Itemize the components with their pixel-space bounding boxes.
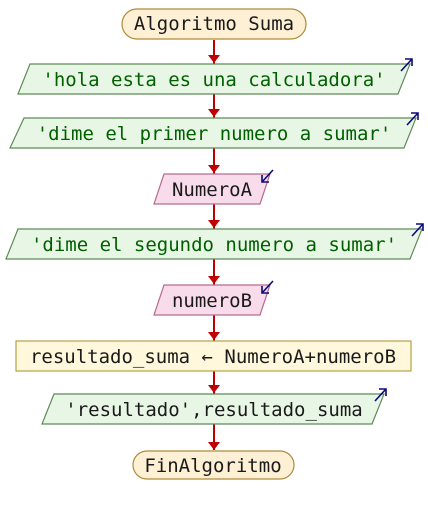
output-arrow-icon <box>400 58 413 72</box>
output-step-1[interactable]: 'hola esta es una calculadora' <box>17 58 413 95</box>
output-arrow-icon <box>406 112 419 126</box>
input-step-1-var: NumeroA <box>172 179 253 201</box>
output-step-1-text: 'hola esta es una calculadora' <box>42 69 385 91</box>
output-step-3[interactable]: 'dime el segundo numero a sumar' <box>5 223 424 260</box>
arrowhead-8 <box>208 442 220 450</box>
start-terminal[interactable]: Algoritmo Suma <box>121 8 307 40</box>
input-arrow-icon <box>261 280 274 294</box>
input-step-2-var: numeroB <box>172 290 252 312</box>
output-step-2[interactable]: 'dime el primer numero a sumar' <box>9 112 419 149</box>
assignment-text: resultado_suma ← NumeroA+numeroB <box>30 346 396 368</box>
output-step-2-text: 'dime el primer numero a sumar' <box>37 123 392 145</box>
end-label: FinAlgoritmo <box>144 455 281 477</box>
arrowhead-7 <box>208 385 220 393</box>
output-arrow-icon <box>411 223 424 237</box>
input-step-2[interactable]: numeroB <box>153 280 274 316</box>
arrowhead-6 <box>208 332 220 340</box>
assignment-step[interactable]: resultado_suma ← NumeroA+numeroB <box>15 340 412 372</box>
output-arrow-icon <box>374 388 387 402</box>
input-step-1[interactable]: NumeroA <box>153 169 274 205</box>
arrowhead-2 <box>208 109 220 117</box>
arrowhead-1 <box>208 55 220 63</box>
arrowhead-3 <box>208 165 220 173</box>
end-terminal[interactable]: FinAlgoritmo <box>132 450 295 480</box>
start-label: Algoritmo Suma <box>134 13 294 35</box>
input-arrow-icon <box>261 169 274 183</box>
arrowhead-5 <box>208 276 220 284</box>
output-step-4[interactable]: 'resultado',resultado_suma <box>41 388 387 425</box>
output-step-4-text: 'resultado',resultado_suma <box>65 399 362 421</box>
output-step-3-text: 'dime el segundo numero a sumar' <box>31 234 397 256</box>
arrowhead-4 <box>208 220 220 228</box>
